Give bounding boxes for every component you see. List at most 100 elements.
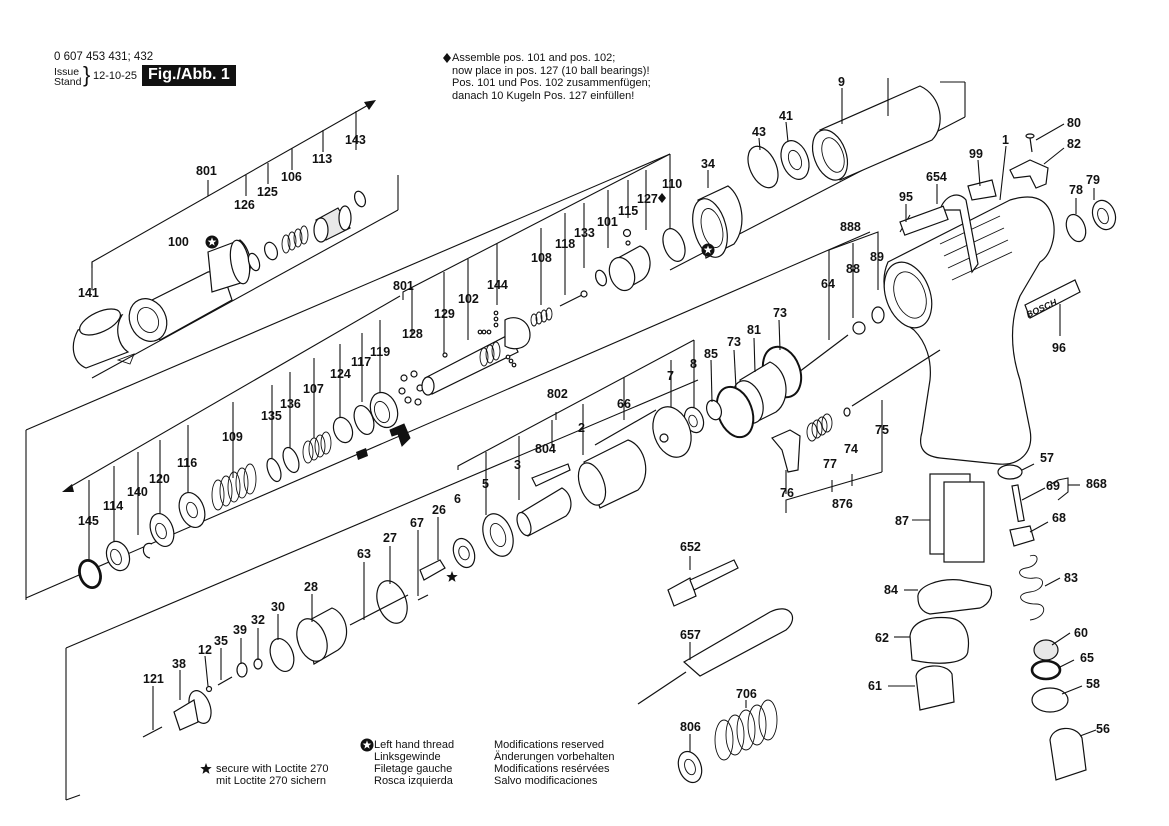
part-label: 87 — [895, 514, 909, 528]
part-1-housing: BOSCH — [883, 196, 1081, 465]
part-141-sleeve — [72, 308, 135, 369]
part-label: 128 — [402, 327, 423, 341]
part-706-spring — [714, 699, 778, 761]
part-64-pin — [794, 334, 849, 376]
issue-brace: } — [83, 62, 91, 87]
part-label: 801 — [393, 279, 414, 293]
part-9-housing — [811, 85, 941, 181]
part-label: 113 — [312, 152, 332, 166]
part-label: 106 — [281, 170, 302, 184]
part-12-ball — [205, 685, 213, 693]
part-79-nut — [1091, 199, 1117, 231]
part-label: 652 — [680, 540, 701, 554]
part-label: 126 — [234, 198, 255, 212]
part-114-bushing — [105, 540, 131, 572]
part-label: 657 — [680, 628, 701, 642]
part-145-oring — [78, 559, 102, 589]
part-label: 136 — [280, 397, 301, 411]
part-label: 85 — [704, 347, 718, 361]
part-label: 888 — [840, 220, 861, 234]
part-label: 8 — [690, 357, 697, 371]
part-66-pin — [594, 409, 657, 446]
part-label: 69 — [1046, 479, 1060, 493]
part-85-plate — [705, 399, 723, 421]
part-135-ring — [266, 457, 282, 483]
part-label: 89 — [870, 250, 884, 264]
part-35-pin — [217, 676, 233, 686]
lh-thread-line: Left hand thread — [374, 739, 455, 751]
part-108-spring — [530, 307, 553, 327]
part-128-balls — [398, 370, 424, 406]
star-icon — [446, 571, 458, 582]
part-label: 64 — [821, 277, 835, 291]
part-label: 73 — [727, 335, 741, 349]
part-label: 65 — [1080, 651, 1094, 665]
part-label: 79 — [1086, 173, 1100, 187]
part-label: 63 — [357, 547, 371, 561]
part-label: 119 — [370, 345, 390, 359]
part-61-nipple — [915, 665, 955, 711]
part-label: 5 — [482, 477, 489, 491]
part-label: 109 — [222, 430, 243, 444]
part-label: 38 — [172, 657, 186, 671]
part-label: 125 — [257, 185, 278, 199]
part-5-plate — [482, 513, 514, 557]
circled-star-icon — [701, 243, 715, 257]
part-140-circlip — [142, 542, 153, 559]
part-label: 129 — [434, 307, 455, 321]
part-113-knurled-sleeve — [313, 205, 352, 243]
part-label: 28 — [304, 580, 318, 594]
part-label: 802 — [547, 387, 568, 401]
modifications-legend: Modifications reserved Änderungen vorbeh… — [494, 739, 614, 787]
bracket-802 — [457, 339, 695, 515]
part-label: 145 — [78, 514, 99, 528]
part-100-nosepiece — [128, 239, 251, 342]
part-88-ball — [852, 321, 866, 335]
part-label: 120 — [149, 472, 170, 486]
part-99-clip — [967, 179, 997, 201]
part-78-oring — [1065, 213, 1087, 243]
circled-star-icon — [205, 235, 219, 249]
part-label: 144 — [487, 278, 508, 292]
part-label: 133 — [574, 226, 595, 240]
bracket-801-lower — [62, 295, 401, 565]
part-label: 27 — [383, 531, 397, 545]
part-label: 141 — [78, 286, 99, 300]
issue-label: Issue Stand — [54, 67, 82, 88]
part-654-lever — [939, 194, 979, 274]
diamond-icon — [658, 193, 666, 203]
part-129-ball — [442, 352, 448, 358]
part-label: 88 — [846, 262, 860, 276]
part-68-valve — [1009, 525, 1035, 547]
part-95-label — [899, 205, 949, 236]
assembly-note-line: Pos. 101 und Pos. 102 zusammenfügen; — [452, 77, 651, 89]
part-label: 6 — [454, 492, 461, 506]
part-label: 66 — [617, 397, 631, 411]
part-label: 806 — [680, 720, 701, 734]
part-120-gear — [149, 512, 175, 548]
part-144-balls — [477, 310, 517, 368]
part-127-ball — [625, 240, 631, 246]
part-label: 654 — [926, 170, 947, 184]
part-27-plate — [376, 580, 408, 624]
part-label: 1 — [1002, 133, 1009, 147]
lh-thread-line: Linksgewinde — [374, 751, 441, 763]
part-label: 81 — [747, 323, 761, 337]
lh-thread-line: Filetage gauche — [374, 763, 453, 775]
issue-label-de: Stand — [54, 76, 82, 88]
part-label: 39 — [233, 623, 247, 637]
part-label: 58 — [1086, 677, 1100, 691]
assembly-note-line: danach 10 Kugeln Pos. 127 einfüllen! — [452, 89, 635, 102]
part-28-ring-gear — [296, 607, 348, 665]
part-106-spring — [281, 225, 309, 254]
part-label: 7 — [667, 369, 674, 383]
assembly-note: Assemble pos. 101 and pos. 102; now plac… — [452, 52, 651, 102]
part-6-bearing — [452, 537, 476, 569]
part-label: 101 — [597, 215, 618, 229]
part-806-nut — [677, 750, 703, 784]
part-101-cylinder — [608, 245, 651, 292]
part-label: 100 — [168, 235, 189, 249]
part-label: 110 — [662, 177, 682, 191]
part-43-washer — [747, 145, 779, 189]
